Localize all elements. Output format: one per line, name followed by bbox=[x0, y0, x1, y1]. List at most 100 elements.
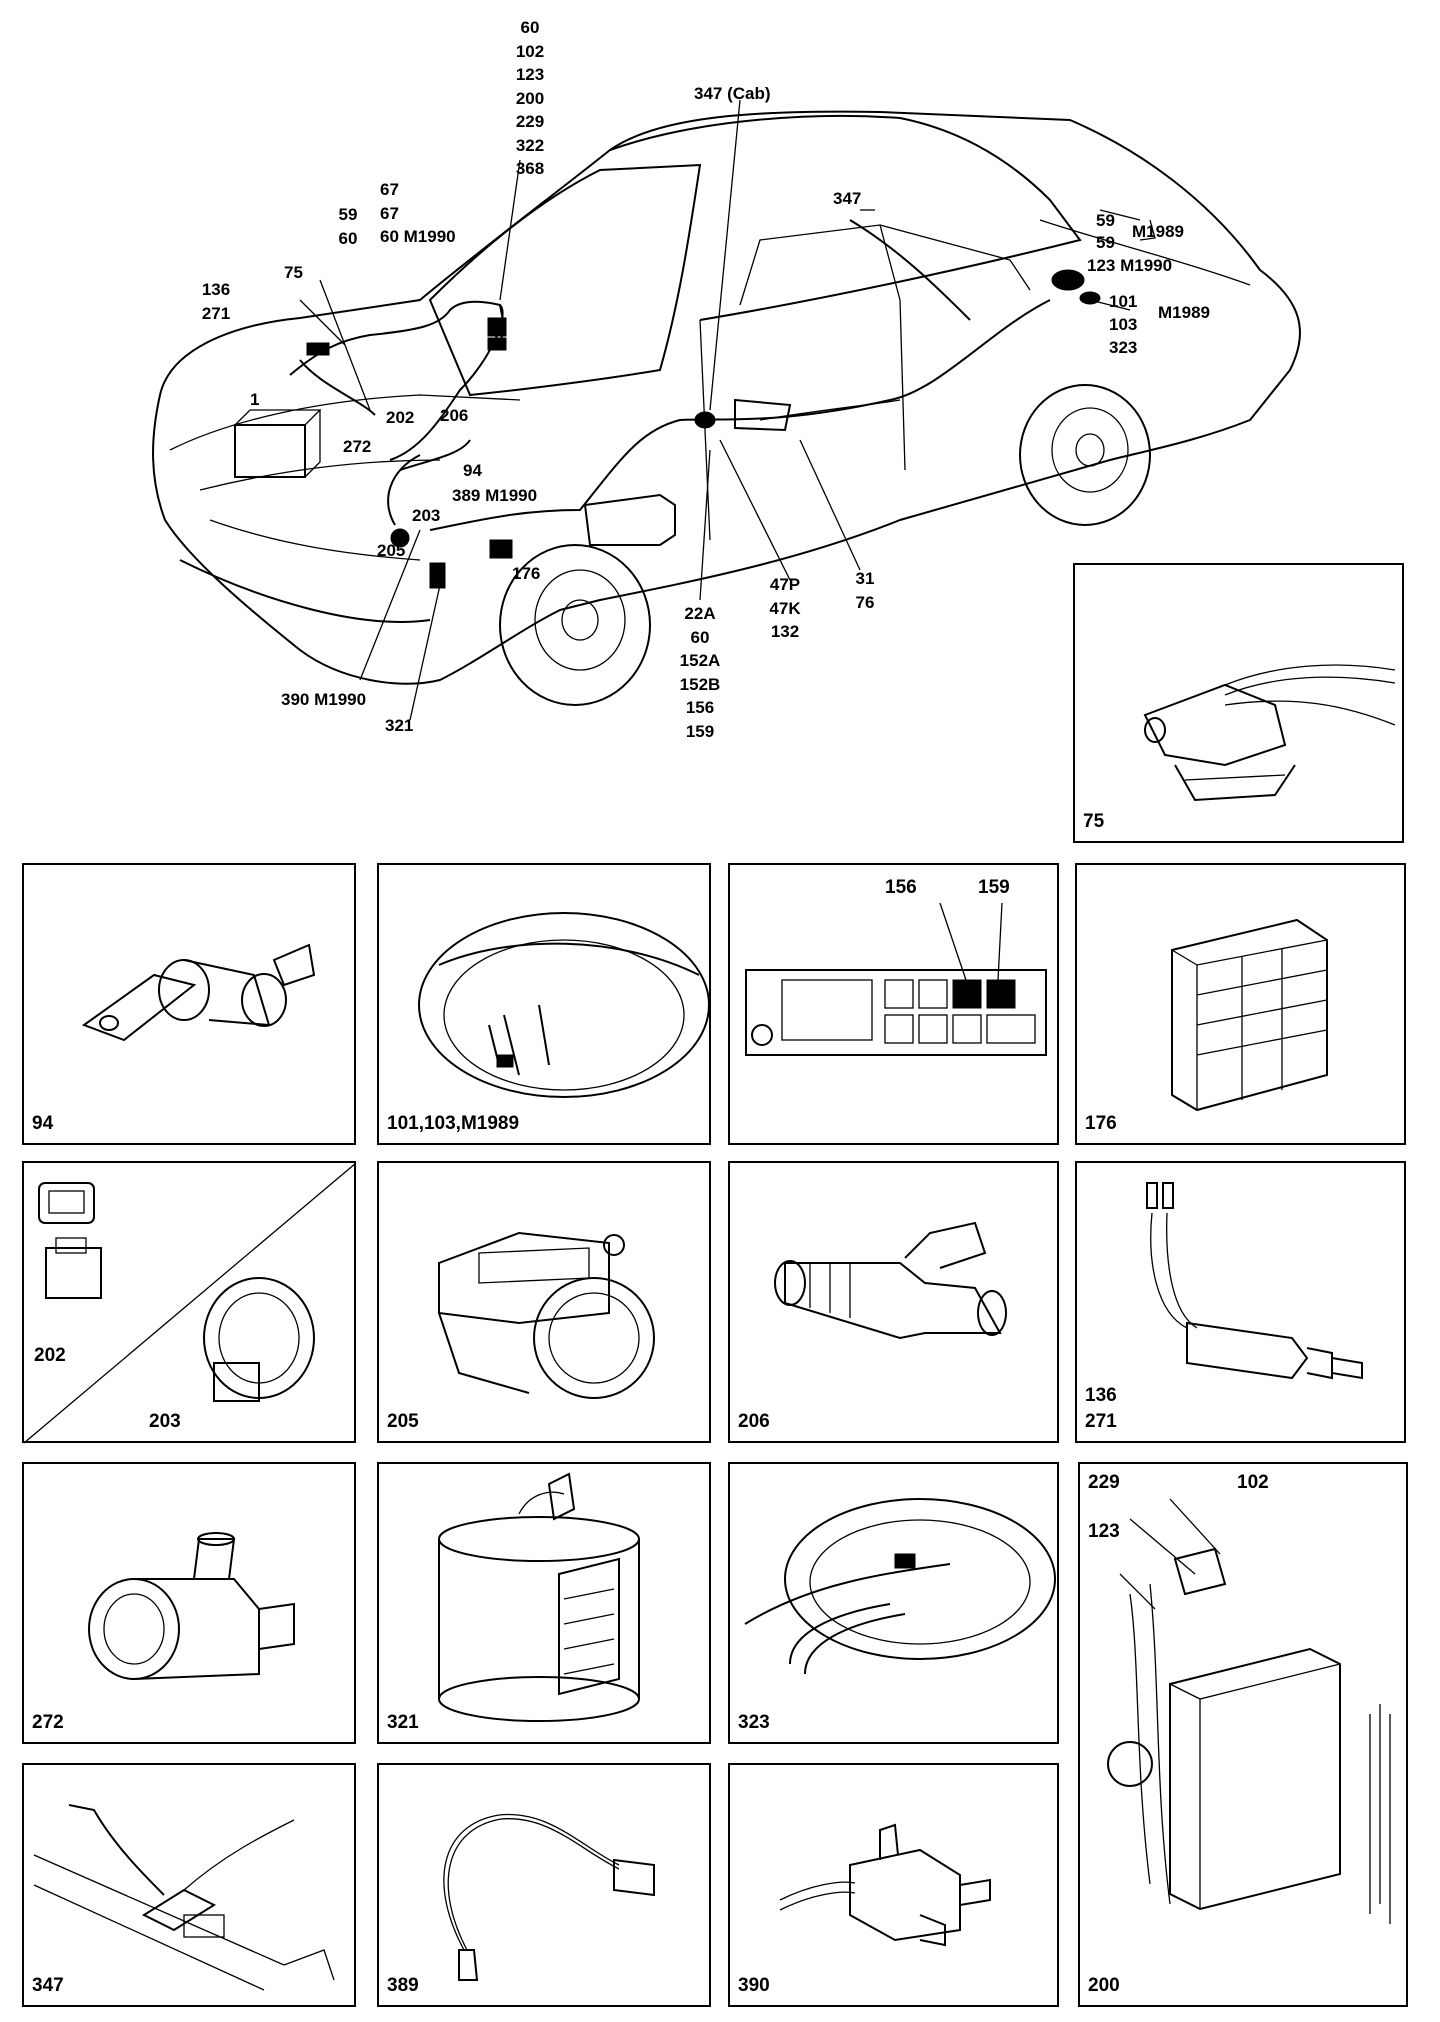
aux-air-valve-272-illustration bbox=[88, 1532, 295, 1680]
ecu-200-illustration bbox=[1107, 1498, 1391, 1924]
panel-203-label: 203 bbox=[149, 1411, 181, 1432]
panel-389-label: 389 bbox=[387, 1975, 419, 1996]
callout-stack-31: 31 76 bbox=[848, 567, 882, 614]
fuse-label-156: 156 bbox=[885, 877, 917, 898]
callout-136: 136 bbox=[201, 280, 231, 299]
panel-390: 390 bbox=[728, 1763, 1059, 2007]
panel-206: 206 bbox=[728, 1161, 1059, 1443]
callout-rear-m1989a: M1989 bbox=[1132, 222, 1184, 241]
callout-203: 203 bbox=[412, 506, 441, 525]
callout-rear-101: 101 bbox=[1109, 292, 1138, 311]
panel-75-label: 75 bbox=[1083, 811, 1105, 832]
panel-fuse-box: 156 159 bbox=[728, 863, 1059, 1145]
callout-321: 321 bbox=[385, 716, 414, 735]
callout-60-m1990: 60 M1990 bbox=[380, 227, 456, 246]
panel-321-label: 321 bbox=[387, 1712, 419, 1733]
panel-205-label: 205 bbox=[387, 1411, 419, 1432]
panel-272-label: 272 bbox=[32, 1712, 64, 1733]
panel-202-label: 202 bbox=[34, 1345, 66, 1366]
callout-76: 76 bbox=[855, 592, 875, 612]
callout-206: 206 bbox=[440, 406, 469, 425]
panel-101-label: 101,103,M1989 bbox=[387, 1113, 520, 1134]
panel-202-203: 202 203 bbox=[22, 1161, 357, 1444]
callout-31: 31 bbox=[855, 569, 875, 588]
panel-323: 323 bbox=[728, 1462, 1059, 1744]
connector-347-illustration bbox=[33, 1804, 335, 1991]
panel-94: 94 bbox=[22, 863, 356, 1145]
callout-stack-top: 60 102 123 200 229 322 368 bbox=[500, 16, 560, 181]
callout-368: 368 bbox=[515, 159, 545, 178]
callout-60b: 60 bbox=[338, 228, 358, 248]
panel-176-label: 176 bbox=[1085, 1113, 1117, 1134]
panel-101-103: 101,103,M1989 bbox=[377, 863, 711, 1145]
callout-stack-59: 59 60 bbox=[333, 203, 363, 250]
callout-75: 75 bbox=[284, 263, 303, 282]
callout-152b: 152B bbox=[679, 674, 721, 694]
callout-47p: 47P bbox=[769, 575, 801, 594]
callout-60: 60 bbox=[520, 18, 540, 37]
callout-132: 132 bbox=[770, 622, 800, 641]
idle-valve-94-illustration bbox=[81, 943, 316, 1042]
callout-94: 94 bbox=[463, 461, 482, 480]
fuse-label-159: 159 bbox=[978, 877, 1010, 898]
callout-322: 322 bbox=[515, 135, 545, 155]
callout-347-roof: 347 bbox=[833, 189, 862, 208]
panel-206-label: 206 bbox=[738, 1411, 770, 1432]
fuel-sender-323-illustration bbox=[744, 1498, 1056, 1675]
callout-stack-136: 136 271 bbox=[196, 278, 236, 325]
callout-60c: 60 bbox=[690, 627, 710, 647]
panel-321: 321 bbox=[377, 1462, 711, 1744]
panel-229-label: 229 bbox=[1088, 1472, 1120, 1493]
callout-rear-59b: 59 bbox=[1096, 233, 1115, 252]
callout-rear-103: 103 bbox=[1109, 315, 1138, 334]
connector-75-illustration bbox=[1143, 664, 1396, 802]
callout-159: 159 bbox=[685, 721, 715, 741]
panel-205: 205 bbox=[377, 1161, 711, 1443]
callout-271: 271 bbox=[201, 303, 231, 323]
panel-272: 272 bbox=[22, 1462, 356, 1744]
callout-229: 229 bbox=[515, 112, 545, 131]
callout-389-m1990: 389 M1990 bbox=[452, 486, 538, 505]
callout-123: 123 bbox=[515, 65, 545, 84]
panel-271-label: 271 bbox=[1085, 1411, 1117, 1432]
callout-152a: 152A bbox=[679, 651, 721, 670]
panel-94-label: 94 bbox=[32, 1113, 54, 1134]
injector-206-illustration bbox=[774, 1221, 1007, 1340]
panel-176: 176 bbox=[1075, 863, 1406, 1145]
fuse-box-illustration bbox=[745, 902, 1047, 1056]
solenoid-valve-390-illustration bbox=[779, 1823, 991, 1947]
panel-200-label: 200 bbox=[1088, 1975, 1120, 1996]
callout-rear-59a: 59 bbox=[1096, 211, 1115, 230]
callout-102: 102 bbox=[515, 41, 545, 61]
panel-123-label: 123 bbox=[1088, 1521, 1120, 1542]
panel-102-label: 102 bbox=[1237, 1472, 1269, 1493]
callout-rear-323: 323 bbox=[1109, 338, 1138, 357]
callout-156: 156 bbox=[685, 698, 715, 717]
callout-67b: 67 bbox=[380, 203, 399, 223]
panel-75: 75 bbox=[1073, 563, 1404, 843]
ecu-176-illustration bbox=[1171, 918, 1328, 1112]
panel-136-271: 136 271 bbox=[1075, 1161, 1406, 1443]
callout-22a: 22A bbox=[684, 604, 716, 623]
callout-47k: 47K bbox=[769, 598, 801, 618]
callout-rear-123: 123 M1990 bbox=[1087, 256, 1173, 275]
temp-sensor-389-illustration bbox=[443, 1813, 655, 1981]
sensor-202-203-illustration bbox=[24, 1163, 357, 1444]
panel-390-label: 390 bbox=[738, 1975, 770, 1996]
callout-202: 202 bbox=[386, 408, 415, 427]
panel-200: 229 102 123 200 bbox=[1078, 1462, 1408, 2007]
callout-59: 59 bbox=[338, 205, 358, 224]
callout-rear-m1989b: M1989 bbox=[1158, 303, 1210, 322]
panel-347: 347 bbox=[22, 1763, 356, 2007]
panel-323-label: 323 bbox=[738, 1712, 770, 1733]
panel-347-label: 347 bbox=[32, 1975, 64, 1996]
callout-176: 176 bbox=[512, 564, 541, 583]
lambda-sensor-136-illustration bbox=[1146, 1182, 1363, 1380]
callout-1: 1 bbox=[250, 390, 260, 409]
callout-200: 200 bbox=[515, 88, 545, 108]
panel-389: 389 bbox=[377, 1763, 711, 2007]
callout-390-m1990: 390 M1990 bbox=[281, 690, 367, 709]
callout-stack-22a: 22A 60 152A 152B 156 159 bbox=[670, 602, 730, 743]
canister-321-illustration bbox=[438, 1472, 640, 1722]
callout-347-cab: 347 (Cab) bbox=[694, 84, 771, 103]
